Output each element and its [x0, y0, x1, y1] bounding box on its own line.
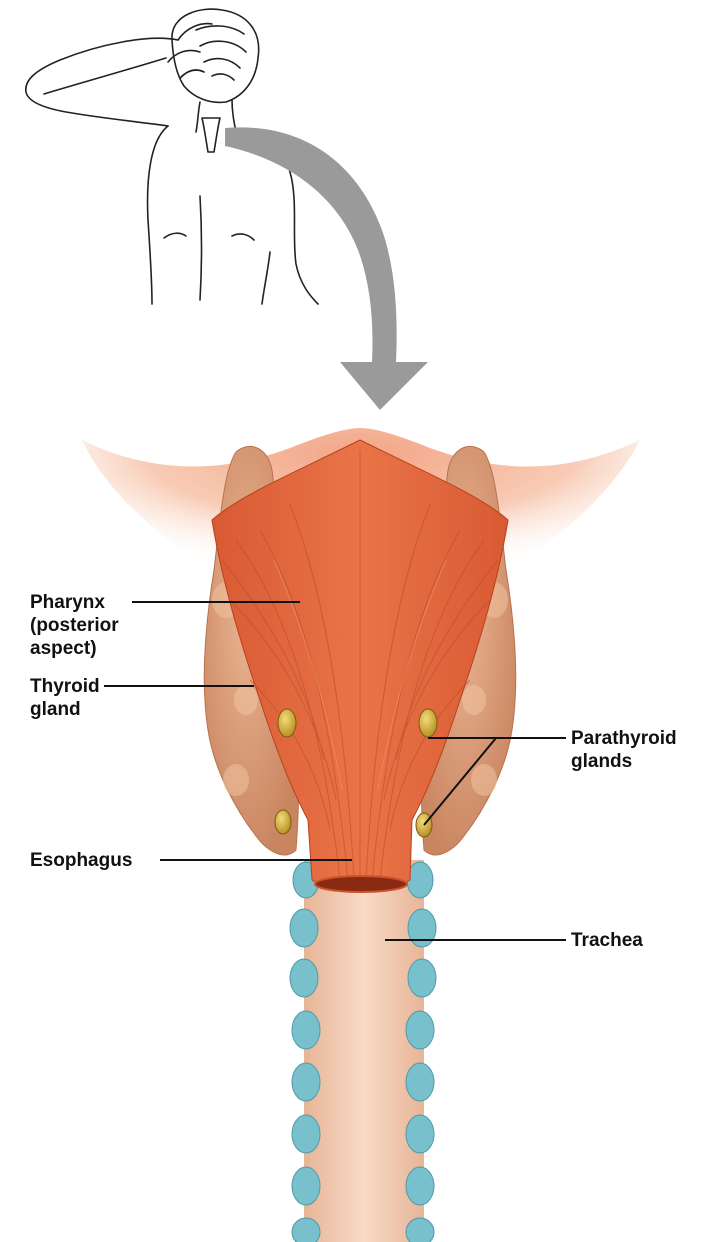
- label-pharynx-line2: (posterior: [30, 614, 119, 637]
- label-pharynx-line1: Pharynx: [30, 591, 119, 614]
- label-parathyroid: Parathyroid glands: [571, 727, 677, 773]
- label-thyroid-line2: gland: [30, 698, 100, 721]
- raised-arm: [26, 38, 178, 126]
- label-parathyroid-line1: Parathyroid: [571, 727, 677, 750]
- back-outline: [148, 126, 168, 304]
- esophagus-opening: [315, 876, 407, 892]
- pointer-arrow: [225, 127, 428, 410]
- label-pharynx: Pharynx (posterior aspect): [30, 591, 119, 660]
- parathyroid-upper-right: [419, 709, 437, 737]
- label-trachea-line1: Trachea: [571, 929, 643, 952]
- label-trachea: Trachea: [571, 929, 643, 952]
- label-esophagus: Esophagus: [30, 849, 132, 872]
- label-parathyroid-line2: glands: [571, 750, 677, 773]
- label-thyroid: Thyroid gland: [30, 675, 100, 721]
- parathyroid-upper-left: [278, 709, 296, 737]
- parathyroid-lower-left: [275, 810, 291, 834]
- head-outline: [172, 9, 259, 102]
- label-esophagus-line1: Esophagus: [30, 849, 132, 872]
- label-thyroid-line1: Thyroid: [30, 675, 100, 698]
- label-pharynx-line3: aspect): [30, 637, 119, 660]
